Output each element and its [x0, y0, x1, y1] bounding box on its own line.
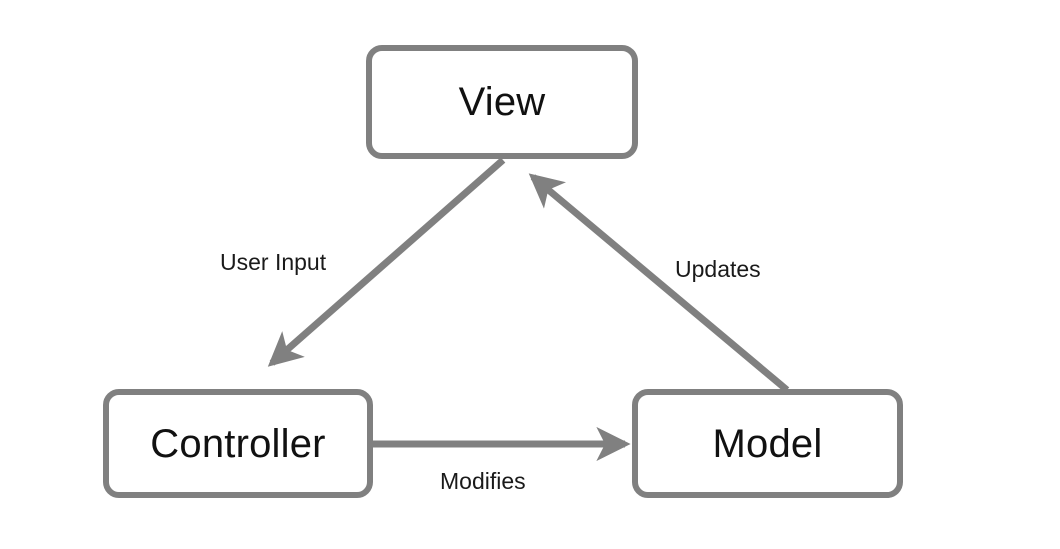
edge-label-updates: Updates: [675, 256, 761, 282]
node-model[interactable]: Model: [632, 389, 903, 498]
edge-updates-line: [528, 173, 790, 393]
edge-label-user-input: User Input: [220, 249, 327, 275]
node-view-label: View: [458, 80, 546, 124]
node-view[interactable]: View: [366, 45, 638, 159]
node-controller[interactable]: Controller: [103, 389, 373, 498]
node-controller-label: Controller: [150, 421, 326, 466]
edge-user-input-line: [267, 157, 506, 367]
node-model-label: Model: [712, 421, 823, 466]
edge-updates: [528, 173, 790, 393]
edge-label-modifies: Modifies: [440, 468, 526, 494]
edge-user-input: [267, 157, 506, 367]
